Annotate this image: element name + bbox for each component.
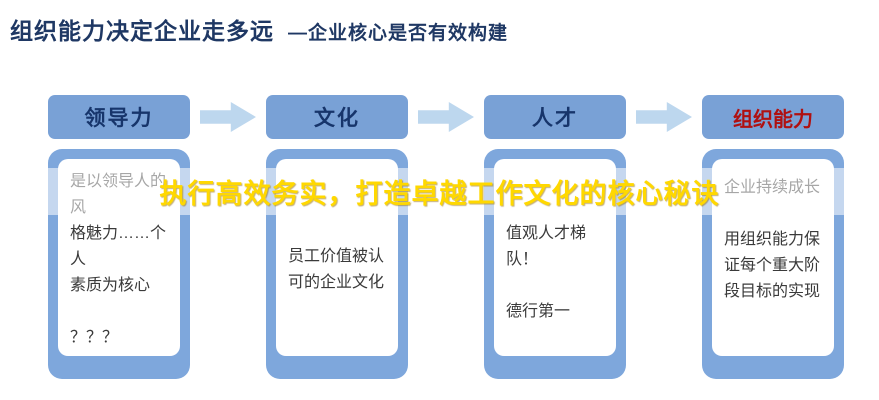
title-main: 组织能力决定企业走多远 [10, 18, 274, 44]
arrow-right-icon [418, 102, 474, 132]
overlay-banner-text: 执行高效务实，打造卓越工作文化的核心秘诀 [159, 179, 720, 209]
column-header-org-capability: 组织能力 [702, 95, 844, 139]
arrow-right-icon [636, 102, 692, 132]
title-sub: —企业核心是否有效构建 [288, 23, 509, 44]
arrow-right-icon [200, 102, 256, 132]
column-header-leadership: 领导力 [48, 95, 190, 139]
column-leadership: 领导力 是以领导人的风 格魅力……个人 素质为核心 ？？？ [48, 95, 190, 379]
column-talent: 人才 值观人才梯队！ 德行第一 [484, 95, 626, 379]
overlay-banner: 执行高效务实，打造卓越工作文化的核心秘诀 [0, 168, 879, 215]
column-org-capability: 组织能力 企业持续成长 用组织能力保 证每个重大阶 段目标的实现 [702, 95, 844, 379]
column-header-culture: 文化 [266, 95, 408, 139]
column-header-talent: 人才 [484, 95, 626, 139]
flow-diagram: 领导力 是以领导人的风 格魅力……个人 素质为核心 ？？？ 文化 员工价值被认 … [0, 95, 879, 379]
page-title: 组织能力决定企业走多远 —企业核心是否有效构建 [10, 12, 508, 46]
column-culture: 文化 员工价值被认 可的企业文化 [266, 95, 408, 379]
